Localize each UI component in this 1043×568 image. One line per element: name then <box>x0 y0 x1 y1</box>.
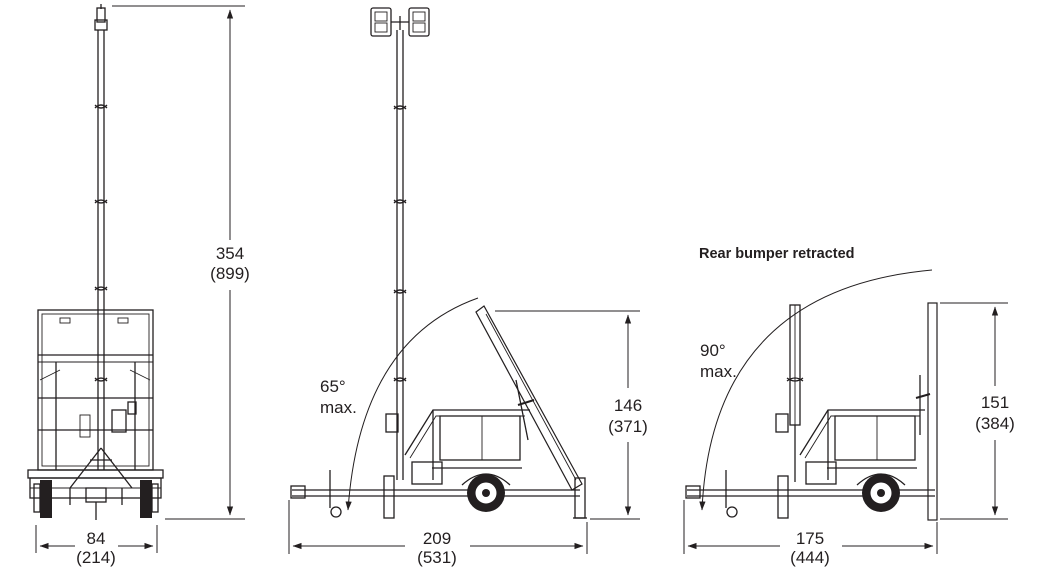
retracted-panel-height-in: 151 <box>981 393 1009 412</box>
side-light-head <box>370 7 430 37</box>
side-mast <box>385 30 407 480</box>
retracted-caption: Rear bumper retracted <box>699 246 855 262</box>
side-angle-note: max. <box>320 398 357 417</box>
side-panel-height-mm: (371) <box>608 417 648 436</box>
side-tilted-panel <box>475 305 583 491</box>
rear-mast-support <box>69 447 133 489</box>
rear-height-dimension <box>112 5 245 520</box>
retracted-tilt-arc <box>699 269 933 511</box>
rear-lamp-head <box>94 4 108 31</box>
side-tilt-arc <box>345 297 479 511</box>
retracted-length-mm: (444) <box>790 548 830 567</box>
rear-view: 354 (899) 84 (214) <box>27 4 250 567</box>
retracted-panel-height-mm: (384) <box>975 414 1015 433</box>
side-wheel <box>461 473 511 512</box>
rear-width-dimension <box>35 525 158 553</box>
retracted-angle-note: max. <box>700 362 737 381</box>
side-length-dimension <box>288 500 588 554</box>
retracted-angle-value: 90° <box>700 341 726 360</box>
side-length-mm: (531) <box>417 548 457 567</box>
retracted-trailer-body <box>799 409 925 485</box>
side-panel-height-in: 146 <box>614 396 642 415</box>
retracted-panel-height-dimension <box>940 302 1008 520</box>
side-angle-value: 65° <box>320 377 346 396</box>
rear-width-in: 84 <box>87 529 106 548</box>
retracted-wheel <box>856 473 906 512</box>
retracted-length-dimension <box>683 500 938 554</box>
side-view-retracted: Rear bumper retracted <box>683 246 1015 567</box>
rear-chassis <box>27 469 164 520</box>
side-panel-height-dimension <box>495 310 640 520</box>
side-trailer-body <box>404 409 530 485</box>
rear-width-mm: (214) <box>76 548 116 567</box>
retracted-mast <box>775 304 804 482</box>
side-length-in: 209 <box>423 529 451 548</box>
side-view-tilted: 65° max. 146 (371) 209 (531) <box>288 7 648 567</box>
retracted-length-in: 175 <box>796 529 824 548</box>
rear-height-in: 354 <box>216 244 244 263</box>
retracted-panel <box>915 302 938 521</box>
rear-mast <box>94 30 108 470</box>
rear-height-mm: (899) <box>210 264 250 283</box>
rear-panel-frame <box>37 309 154 471</box>
side-chassis <box>290 470 587 519</box>
